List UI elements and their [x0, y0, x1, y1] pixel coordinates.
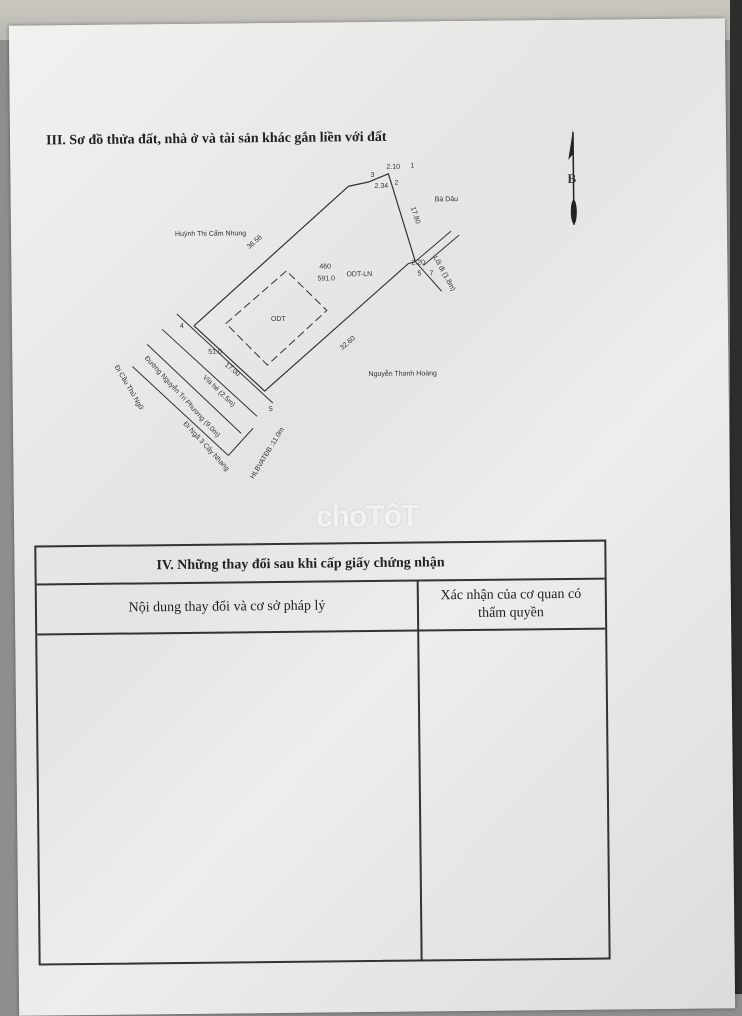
table-header-row: Nội dung thay đổi và cơ sở pháp lý Xác n…: [36, 579, 606, 636]
edge-5-7: 2.20: [411, 259, 425, 266]
front-area: 51.0: [208, 349, 222, 356]
neighbor-bottom: Nguyễn Thanh Hoàng: [368, 368, 437, 378]
point-2: 2: [394, 180, 398, 187]
point-5: 5: [269, 406, 273, 413]
edge-bottom: 32.60: [339, 335, 357, 352]
house-footprint: [225, 270, 328, 366]
neighbor-right: Bà Dâu: [435, 196, 459, 203]
edge-3-2: 2.34: [375, 183, 389, 190]
land-use: ODT-LN: [346, 271, 372, 278]
column-header-content: Nội dung thay đổi và cơ sở pháp lý: [128, 598, 326, 616]
parcel-boundary: [193, 173, 417, 392]
edge-top: 36.56: [246, 234, 264, 251]
safety-corridor: HLBVATĐB :11.0m: [249, 426, 286, 480]
sidewalk-label: Vỉa hè (2.5m): [201, 373, 237, 408]
front-width: 17.00: [223, 362, 241, 379]
certificate-page: III. Sơ đồ thửa đất, nhà ở và tài sản kh…: [8, 18, 736, 1016]
edge-2-1: 2.10: [386, 164, 400, 171]
north-label: B: [567, 171, 576, 186]
point-4: 4: [180, 323, 184, 330]
land-plot-diagram: B 3 2 1 4 5 5 7 2.10 2.34 17.80 36.56 32…: [113, 129, 577, 480]
alley-label: Lối đi (1.8m): [432, 254, 459, 292]
col2-line2: thẩm quyền: [478, 605, 544, 621]
dark-edge: [730, 0, 742, 994]
house-label: ODT: [271, 316, 287, 323]
point-7: 7: [429, 270, 433, 277]
parcel-area: 591.0: [317, 275, 335, 282]
point-3: 3: [370, 172, 374, 179]
point-1: 1: [410, 163, 414, 170]
column-divider: [416, 581, 423, 960]
watermark-logo: choTốT: [315, 499, 419, 534]
point-5b: 5: [417, 270, 421, 277]
section-4-title: IV. Những thay đổi sau khi cấp giấy chứn…: [36, 541, 605, 586]
direction-right: Đi Ngã 3 Cây Nhang: [182, 421, 231, 473]
neighbor-top: Huỳnh Thị Cẩm Nhung: [175, 229, 246, 238]
col2-line1: Xác nhận của cơ quan có: [440, 586, 582, 604]
changes-table: IV. Những thay đổi sau khi cấp giấy chứn…: [34, 539, 611, 966]
parcel-number: 460: [319, 263, 331, 270]
direction-left: Đi Cầu Thủ Ngữ: [113, 363, 147, 412]
north-arrow-icon: [568, 129, 577, 225]
edge-1-7: 17.80: [409, 206, 421, 225]
